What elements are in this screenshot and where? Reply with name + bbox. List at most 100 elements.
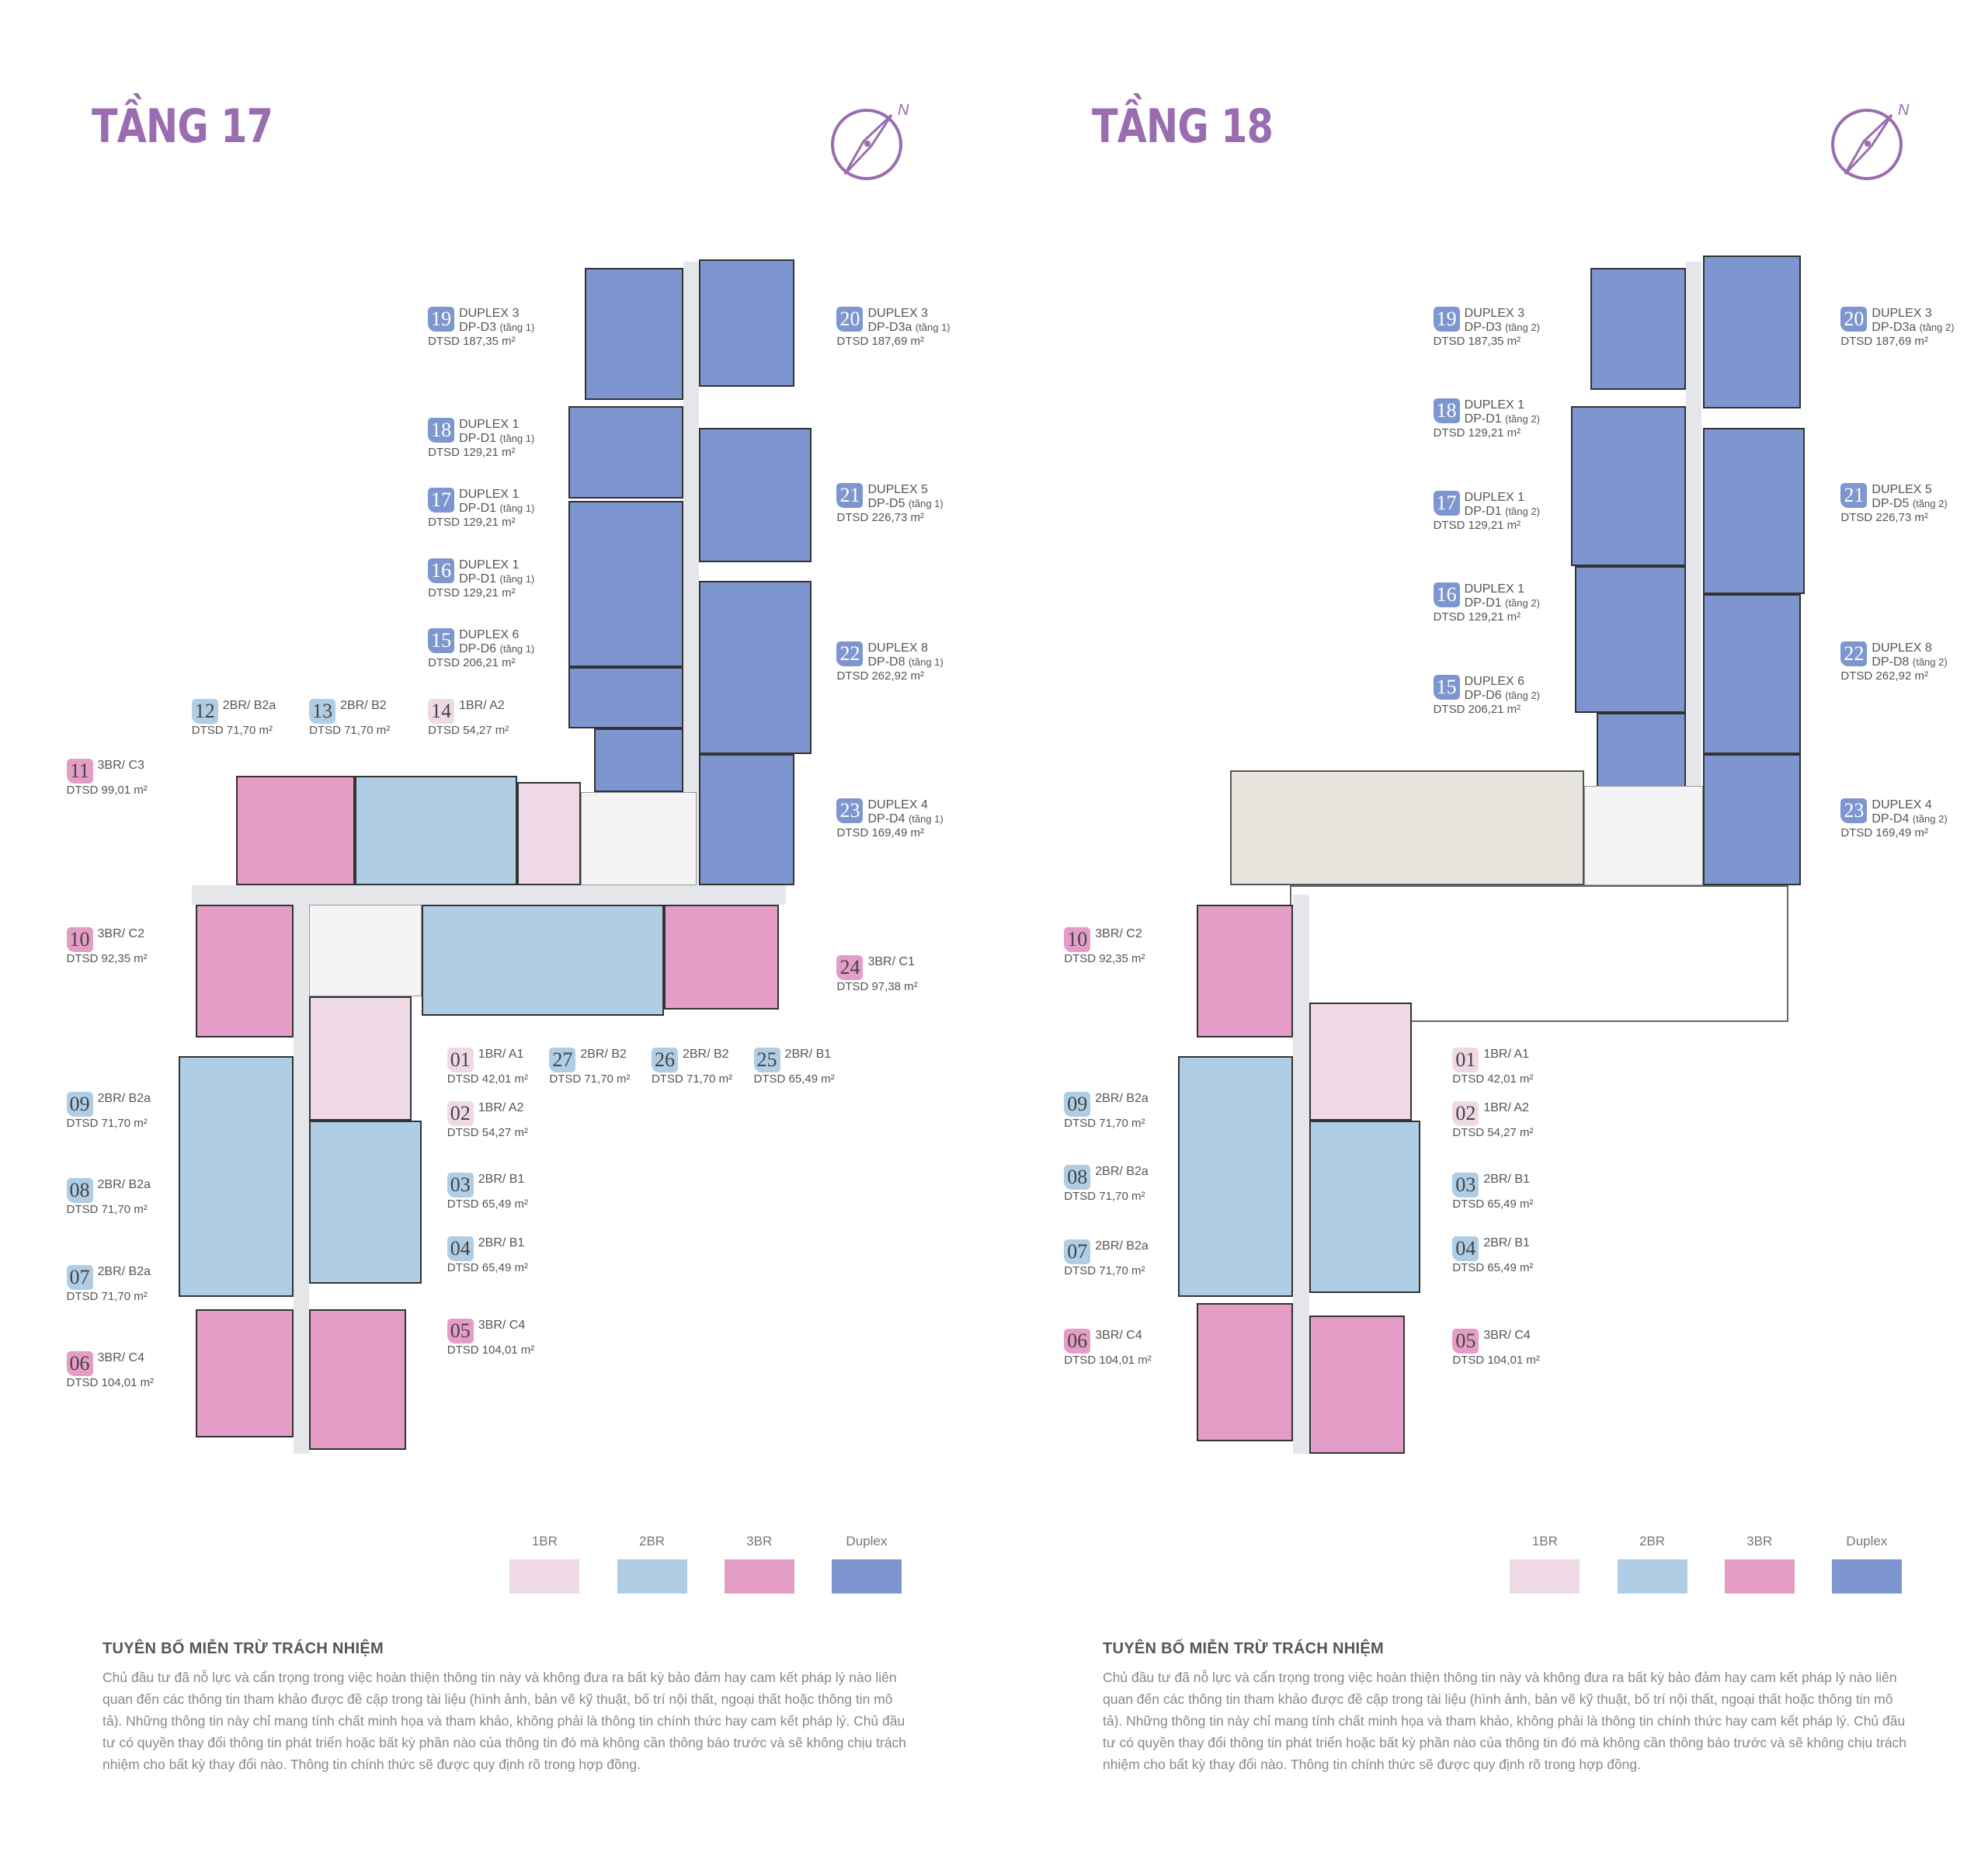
- legend-label: 1BR: [1531, 1534, 1558, 1548]
- unit-area: DTSD 71,70 m²: [549, 1072, 631, 1086]
- unit-type: 2BR/ B2a: [1095, 1092, 1149, 1106]
- unit-number-badge: 13: [309, 698, 336, 724]
- unit-number-badge: 18: [1433, 398, 1460, 424]
- legend-label: 2BR: [638, 1534, 666, 1548]
- unit-type: DUPLEX 1: [459, 488, 520, 502]
- compass-icon: N: [1831, 102, 1910, 180]
- corr-area: [1292, 894, 1310, 1454]
- unit-number-badge: 02: [447, 1100, 474, 1126]
- unit-number-badge: 10: [66, 927, 93, 953]
- unit-area: DTSD 71,70 m²: [1064, 1263, 1145, 1277]
- unit-code: DP-D3 (tầng 2): [1464, 320, 1540, 334]
- legend-label: 1BR: [531, 1534, 558, 1548]
- unit-area: DTSD 54,27 m²: [1452, 1125, 1534, 1139]
- unit-number-badge: 27: [549, 1047, 576, 1072]
- unit-code: DP-D5 (tầng 1): [867, 496, 944, 510]
- unit-number-badge: 09: [66, 1092, 93, 1117]
- unit-area: DTSD 97,38 m²: [836, 980, 918, 994]
- legend-label: 2BR: [1639, 1534, 1666, 1548]
- disclaimer-title: TUYÊN BỐ MIỄN TRỪ TRÁCH NHIỆM: [103, 1640, 384, 1657]
- unit-area: DTSD 169,49 m²: [836, 826, 925, 840]
- unit-type: DUPLEX 3: [867, 306, 928, 320]
- legend-label: 3BR: [746, 1534, 773, 1548]
- unit-code: DP-D1 (tầng 2): [1464, 412, 1540, 426]
- unit-type: 2BR/ B2a: [222, 698, 276, 712]
- unit-number-badge: 21: [1840, 482, 1868, 508]
- unit-area: DTSD 187,35 m²: [1433, 334, 1521, 348]
- unit-number-badge: 22: [1840, 641, 1868, 666]
- unit-type: 2BR/ B1: [478, 1236, 525, 1250]
- unit-code: DP-D5 (tầng 2): [1872, 496, 1948, 510]
- unit-number-badge: 19: [1433, 306, 1460, 332]
- unit-block-duplex: [568, 500, 684, 667]
- unit-number-badge: 15: [428, 628, 455, 654]
- unit-number-badge: 01: [447, 1047, 474, 1072]
- unit-number-badge: 07: [66, 1264, 93, 1290]
- unit-number-badge: 20: [1840, 306, 1868, 332]
- unit-area: DTSD 54,27 m²: [447, 1125, 528, 1139]
- unit-code: DP-D8 (tầng 1): [867, 655, 944, 669]
- unit-type: DUPLEX 1: [459, 558, 520, 572]
- unit-type: 2BR/ B2: [340, 698, 387, 712]
- unit-area: DTSD 71,70 m²: [66, 1117, 148, 1131]
- unit-area: DTSD 54,27 m²: [428, 723, 509, 737]
- unit-block-duplex: [698, 753, 795, 885]
- unit-area: DTSD 71,70 m²: [191, 723, 273, 737]
- unit-block-3br: [309, 1309, 407, 1451]
- unit-area: DTSD 71,70 m²: [66, 1289, 148, 1303]
- unit-type: DUPLEX 3: [459, 306, 520, 320]
- unit-block-2br: [179, 1056, 294, 1297]
- unit-area: DTSD 262,92 m²: [1840, 669, 1928, 683]
- unit-block-duplex: [1590, 268, 1687, 390]
- unit-area: DTSD 42,01 m²: [1452, 1072, 1534, 1086]
- core-area: [1583, 785, 1703, 885]
